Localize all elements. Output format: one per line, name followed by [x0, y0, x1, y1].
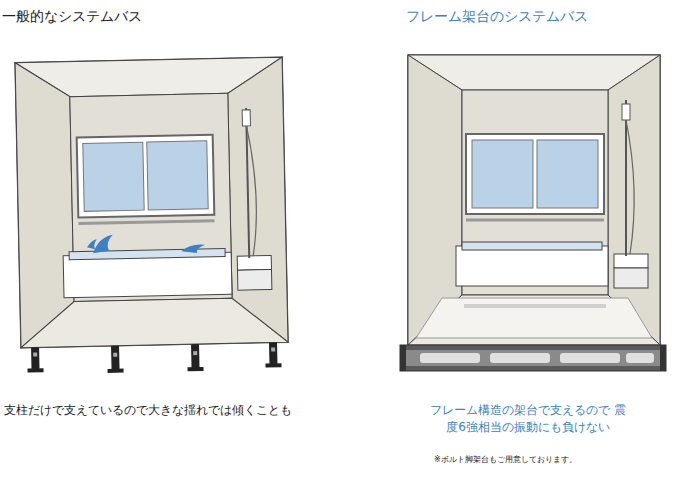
frame-base-bath: [400, 55, 666, 371]
ordinary-bath: [15, 57, 288, 375]
heading: 一般的なシステムバス: [2, 6, 262, 26]
caption-text: フレーム構造の架台で支えるので 震度6強相当の振動にも負けない: [428, 402, 628, 437]
heading: フレーム架台のシステムバス: [406, 6, 672, 26]
footnote: ※ボルト脚架台もご用意しております。: [434, 454, 654, 466]
caption-text: 支柱だけで支えているので大きな揺れでは傾くことも: [4, 402, 344, 419]
